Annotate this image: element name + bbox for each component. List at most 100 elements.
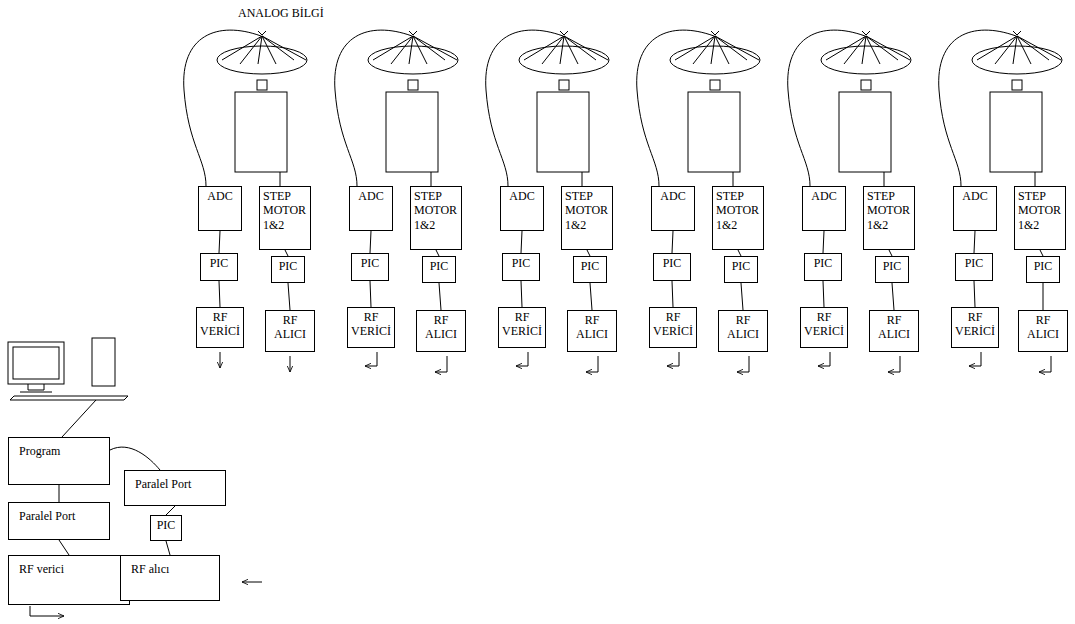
block-box: Paralel Port (124, 470, 226, 506)
analog-wire (637, 30, 714, 186)
block-box: STEP MOTOR 1&2 (259, 186, 311, 250)
mount (408, 80, 418, 90)
antenna-rod (715, 36, 759, 60)
antenna-tip (258, 31, 266, 35)
block-box: ADC (500, 186, 544, 231)
block-box: PIC (573, 256, 607, 283)
block-box: ADC (953, 186, 997, 231)
connector (439, 283, 441, 310)
housing-wire (431, 172, 432, 186)
motor-housing (537, 92, 589, 172)
block-box: STEP MOTOR 1&2 (712, 186, 764, 250)
antenna-rod (560, 36, 564, 64)
block-box: RF ALICI (869, 310, 919, 352)
connector (892, 283, 894, 310)
antenna-rod (866, 36, 910, 60)
signal-arrow (737, 356, 749, 372)
antenna-rod (693, 36, 715, 64)
block-box: RF ALICI (567, 310, 617, 352)
box-label: STEP MOTOR 1&2 (565, 189, 609, 232)
box-label: RF ALICI (420, 313, 462, 342)
computer-wire (62, 400, 96, 437)
box-label: STEP MOTOR 1&2 (867, 189, 911, 232)
box-label: PIC (355, 256, 385, 270)
block-box: PIC (1026, 256, 1060, 283)
input-arrow (242, 582, 262, 583)
signal-arrow (586, 356, 598, 372)
antenna-tip (409, 31, 417, 35)
connector (370, 231, 371, 253)
signal-arrow (365, 352, 377, 366)
connector (823, 231, 824, 253)
antenna-rod (409, 36, 413, 64)
box-label: RF verici (19, 562, 119, 576)
antenna-rod (391, 36, 413, 64)
antenna-rod (1013, 36, 1017, 64)
box-label: RF ALICI (722, 313, 764, 342)
block-box: Paralel Port (8, 502, 110, 540)
box-label: RF ALICI (571, 313, 613, 342)
analog-wire (939, 30, 1016, 186)
signal-arrow (818, 352, 830, 366)
box-label: RF VERİCİ (351, 310, 391, 339)
box-label: PIC (426, 259, 452, 273)
signal-arrow (435, 356, 447, 372)
block-box: RF VERİCİ (196, 307, 244, 348)
antenna-rod (262, 36, 306, 60)
box-label: ADC (957, 189, 993, 203)
antenna-rod (222, 36, 262, 60)
antenna-rod (844, 36, 866, 64)
box-label: RF VERİCİ (955, 310, 995, 339)
desk (10, 396, 128, 400)
analog-wire (788, 30, 865, 186)
block-box: RF VERİCİ (800, 307, 848, 348)
block-box: RF ALICI (416, 310, 466, 352)
antenna-rod (524, 36, 564, 60)
block-box: STEP MOTOR 1&2 (1014, 186, 1066, 250)
antenna-tip (1013, 31, 1021, 35)
antenna-rod (675, 36, 715, 60)
motor-housing (990, 92, 1042, 172)
connector (974, 281, 975, 307)
box-label: STEP MOTOR 1&2 (414, 189, 458, 232)
tower (92, 338, 115, 386)
block-box: PIC (653, 253, 691, 281)
box-label: Paralel Port (19, 509, 99, 523)
signal-arrow (220, 352, 221, 368)
block-box: PIC (150, 515, 182, 541)
antenna-tip (862, 31, 870, 35)
box-label: STEP MOTOR 1&2 (716, 189, 760, 232)
antenna-tip (560, 31, 568, 35)
box-label: PIC (808, 256, 838, 270)
box-label: PIC (577, 259, 603, 273)
box-label: PIC (959, 256, 989, 270)
antenna-rod (258, 36, 262, 64)
signal-arrow (969, 352, 981, 366)
block-box: PIC (804, 253, 842, 281)
block-box: PIC (955, 253, 993, 281)
box-label: ADC (353, 189, 389, 203)
box-label: STEP MOTOR 1&2 (263, 189, 307, 232)
housing-wire (884, 172, 885, 186)
mount (1012, 80, 1022, 90)
computer-icon (8, 338, 262, 616)
signal-arrow (1039, 356, 1051, 372)
antenna-rod (542, 36, 564, 64)
block-box: RF ALICI (1018, 310, 1068, 352)
antenna-group (184, 30, 1062, 372)
block-box: RF ALICI (718, 310, 768, 352)
motor-housing (235, 92, 287, 172)
block-box: RF VERİCİ (649, 307, 697, 348)
block-box: STEP MOTOR 1&2 (410, 186, 462, 250)
connector (219, 281, 220, 307)
antenna-rod (1017, 36, 1049, 60)
antenna-rod (826, 36, 866, 60)
analog-wire (184, 30, 261, 186)
box-label: PIC (204, 256, 234, 270)
box-label: Paralel Port (135, 477, 215, 491)
connector (974, 231, 975, 253)
block-box: STEP MOTOR 1&2 (863, 186, 915, 250)
connector (823, 281, 824, 307)
antenna-rod (711, 36, 715, 64)
